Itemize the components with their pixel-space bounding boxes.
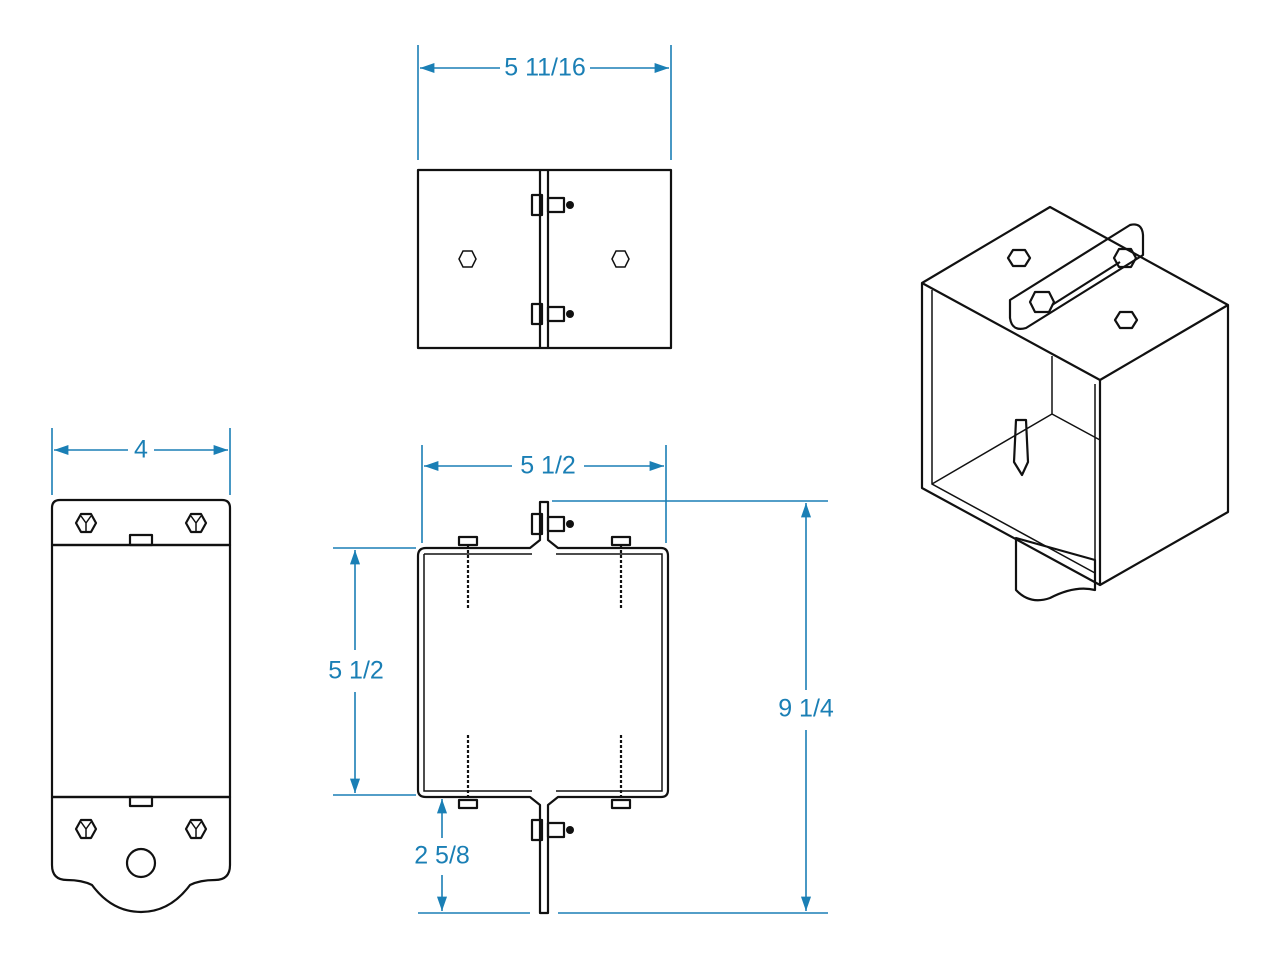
dimension-overall-height: 9 1/4 — [778, 695, 834, 723]
dimension-tab-length: 2 5/8 — [414, 842, 470, 870]
dimension-plan-height: 5 1/2 — [328, 657, 384, 685]
hex-bolt-icon — [458, 250, 477, 268]
isometric-view — [920, 205, 1230, 602]
hex-bolt-icon — [74, 512, 208, 840]
side-view: 4 — [50, 428, 232, 914]
dimension-side-width: 4 — [134, 436, 148, 464]
top-view: 5 11/16 — [416, 45, 673, 350]
hex-nut-icon — [1006, 247, 1139, 330]
hex-bolt-icon — [611, 250, 630, 268]
dimension-plan-width: 5 1/2 — [520, 452, 576, 480]
lag-screw-icon — [457, 535, 632, 810]
plan-view: 5 1/2 5 1/2 9 1/4 2 5/8 — [328, 445, 834, 915]
lag-screw-icon — [1012, 418, 1030, 477]
dimension-top-width: 5 11/16 — [504, 54, 586, 82]
